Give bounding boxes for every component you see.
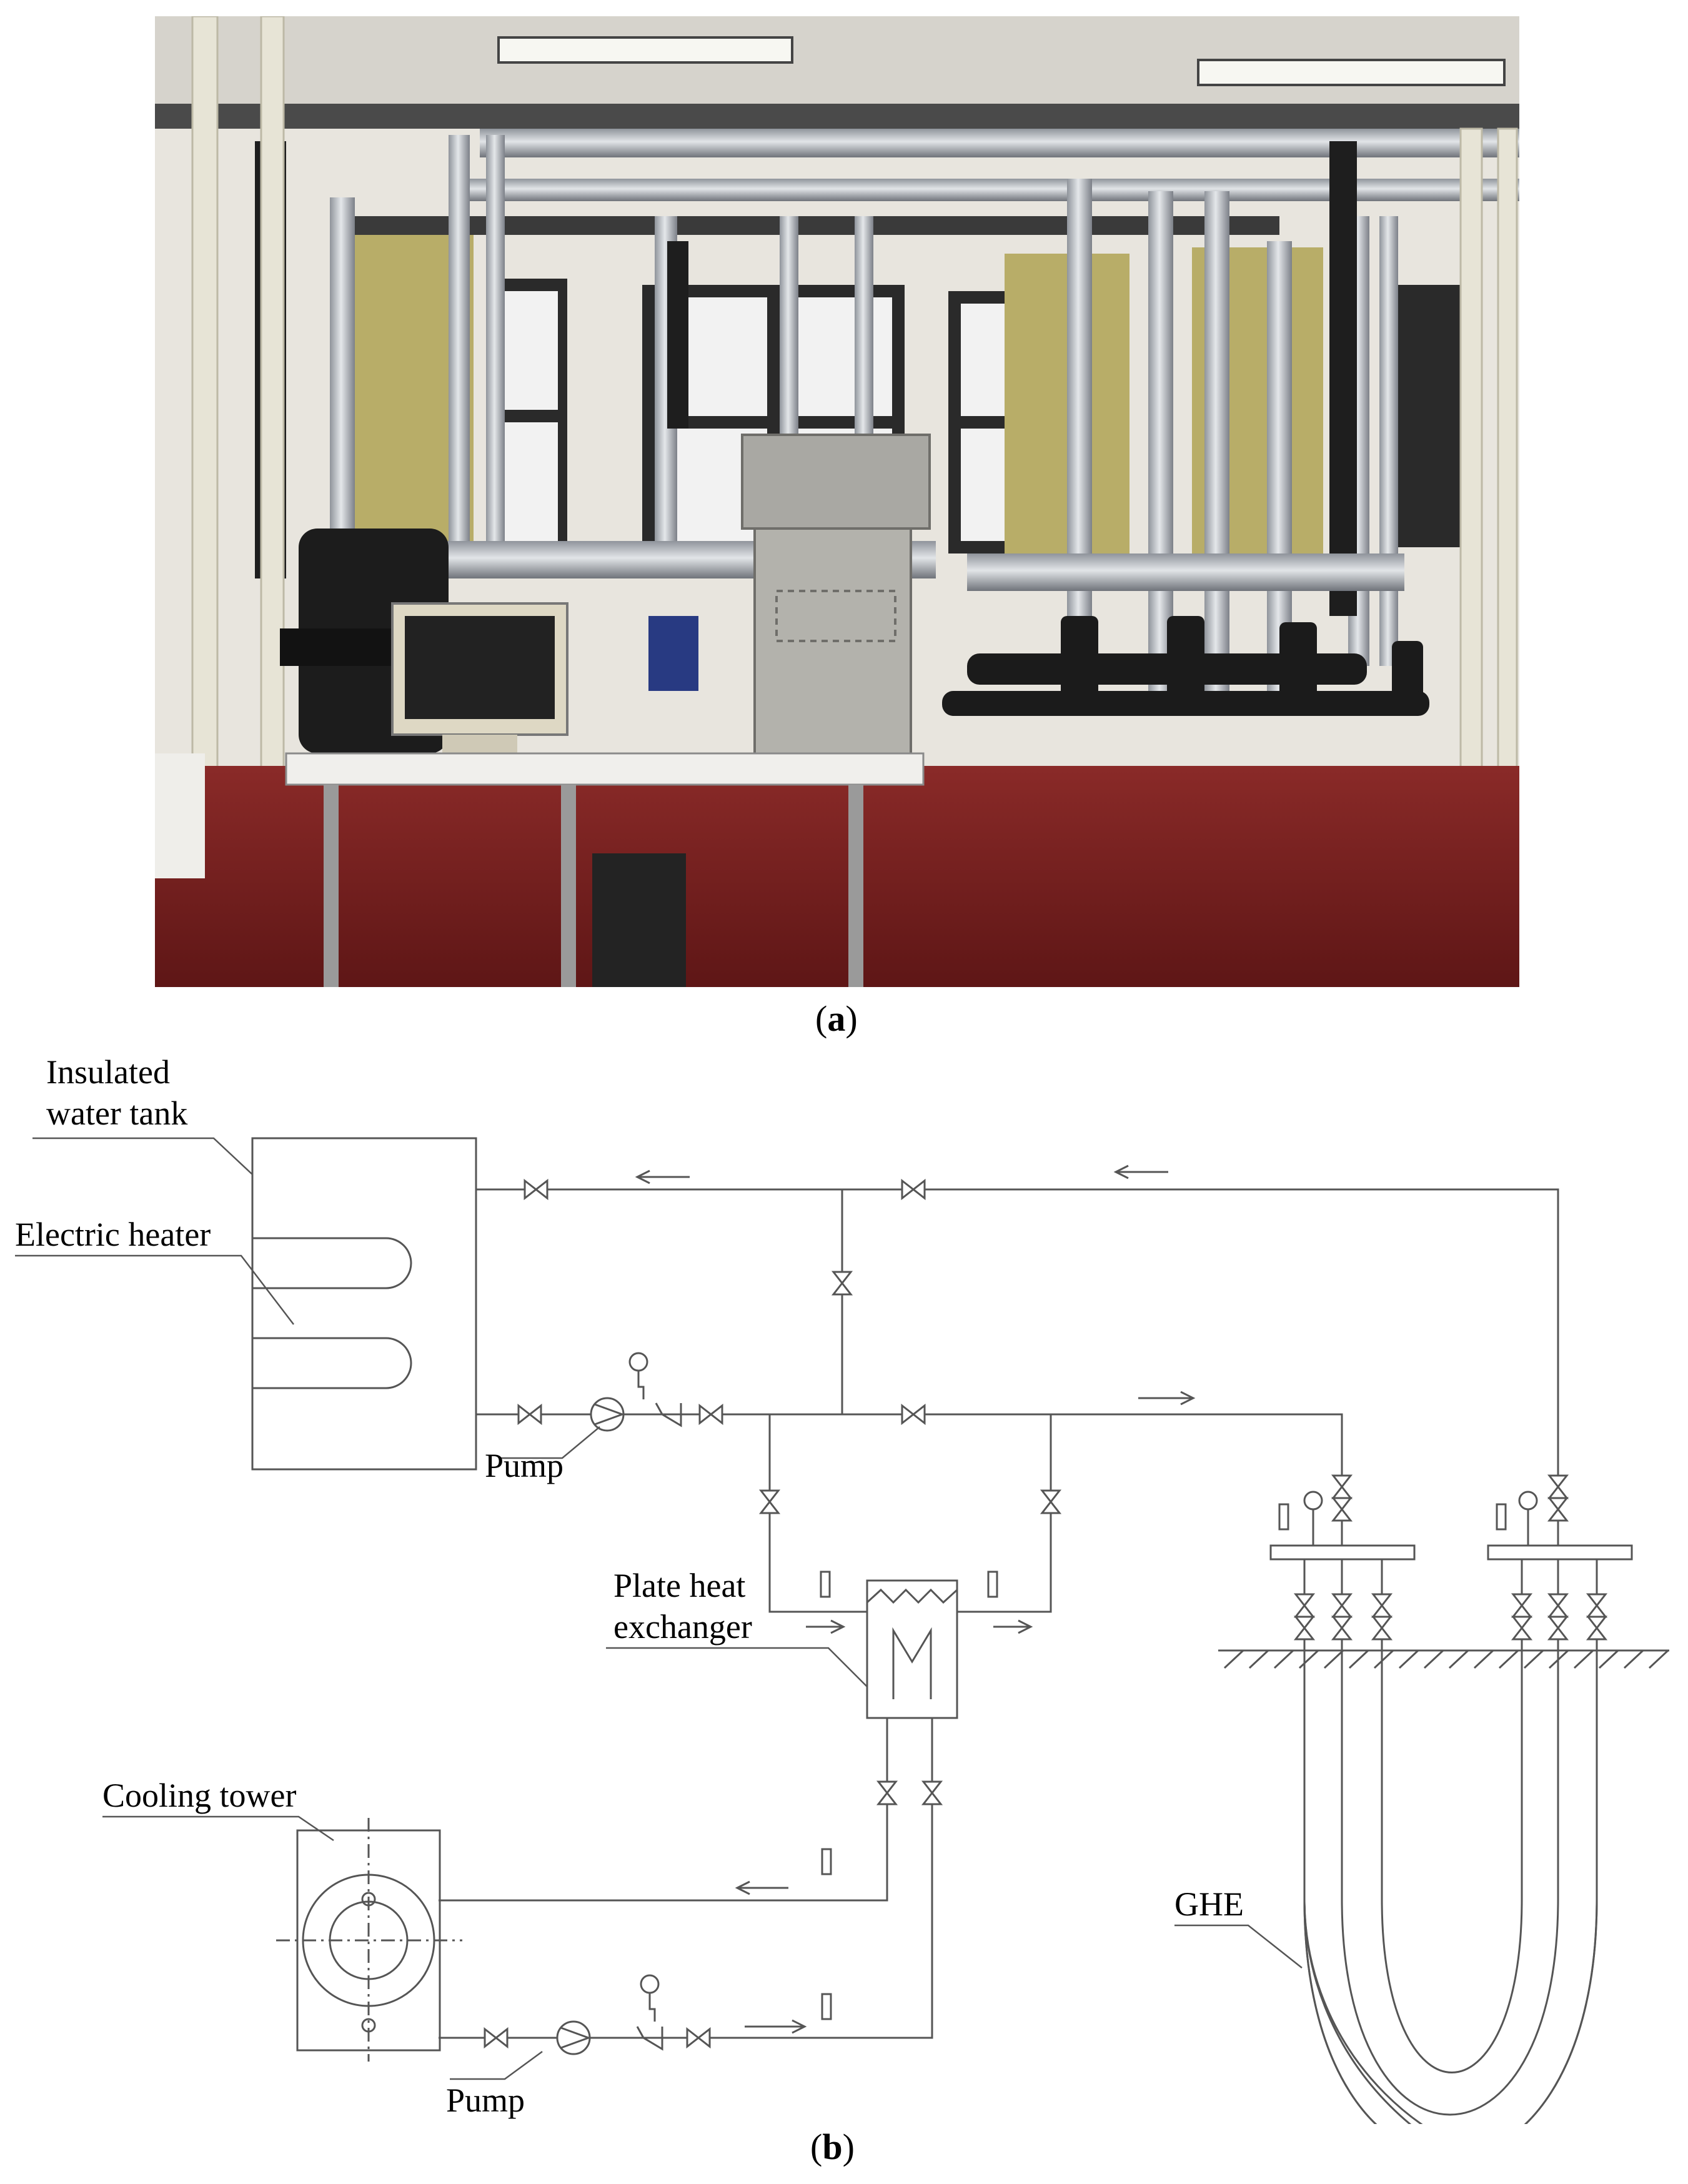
cooling-tower-centerlines <box>276 1818 462 2062</box>
valve-supply-1 <box>517 1403 542 1426</box>
lab-photo <box>155 16 1519 987</box>
hx-zigzag <box>866 1588 958 1604</box>
gauge-manifold-right <box>1518 1491 1538 1511</box>
thermometer-hx-right <box>987 1571 998 1598</box>
tower-supply-line <box>439 1718 933 2039</box>
leader-plate <box>606 1647 868 1687</box>
return-line-top <box>476 1188 1559 1476</box>
flow-arrow-top-1 <box>635 1169 690 1184</box>
valve-m2-a2 <box>1511 1616 1533 1640</box>
valve-supply-3 <box>901 1403 926 1426</box>
label-plate-line1: Plate heat <box>613 1567 745 1604</box>
check-valve-top <box>655 1402 682 1427</box>
caption-b-letter: b <box>822 2127 843 2167</box>
supply-line <box>476 1413 1343 1476</box>
label-plate-line2: exchanger <box>613 1608 752 1645</box>
flow-arrow-supply <box>1138 1391 1196 1406</box>
valve-tower-supply <box>921 1780 943 1805</box>
check-valve-bottom <box>636 2026 663 2051</box>
valve-hx-right <box>1040 1489 1062 1514</box>
thermometer-tower-supply <box>821 1993 832 2020</box>
pump-bottom-symbol <box>556 2020 591 2055</box>
valve-ghe-in-2b <box>1547 1497 1569 1522</box>
tower-return-line <box>439 1718 888 1902</box>
label-cooling-tower: Cooling tower <box>102 1777 296 1814</box>
thermometer-hx-left <box>820 1571 831 1598</box>
ghe-tube-1-outline <box>1303 1644 1598 2124</box>
label-heater: Electric heater <box>15 1216 211 1253</box>
valve-hx-left <box>758 1489 781 1514</box>
hx-branch-line <box>768 1414 1052 1613</box>
valve-top-right <box>901 1178 926 1201</box>
ghe-outer-tube <box>1303 1644 1412 2124</box>
leader-ghe <box>1174 1924 1303 1968</box>
manifold-downpipes <box>1303 1559 1598 1644</box>
valve-tower-return <box>876 1780 898 1805</box>
gauge-bottom-stem <box>648 1993 656 2022</box>
flow-arrow-tower-supply <box>745 2019 807 2034</box>
valve-bypass <box>831 1271 853 1296</box>
gauge-top <box>628 1352 648 1372</box>
gauge-manifold-left <box>1303 1491 1323 1511</box>
pump-bottom-arrow <box>560 2027 592 2049</box>
hx-m-symbol <box>892 1627 932 1699</box>
gauge-top-stem <box>637 1371 645 1399</box>
thermometer-manifold-left <box>1278 1503 1289 1531</box>
caption-a: (a) <box>815 998 858 1039</box>
ghe-outer-tube-left <box>1303 1644 1423 2124</box>
thermometer-manifold-right <box>1496 1503 1507 1531</box>
label-pump-bottom: Pump <box>446 2082 525 2119</box>
label-ghe: GHE <box>1174 1885 1244 1923</box>
heater-coil-upper <box>252 1237 412 1289</box>
leader-pump-bottom <box>450 2050 543 2080</box>
heater-coil-lower <box>252 1337 412 1389</box>
flow-arrow-tower-return <box>735 1880 788 1895</box>
pump-top-arrow <box>594 1403 625 1426</box>
leader-heater <box>15 1254 294 1325</box>
label-tank-line2: water tank <box>46 1094 187 1132</box>
valve-m2-c2 <box>1586 1616 1608 1640</box>
leader-tank <box>32 1137 253 1175</box>
valve-m2-a <box>1511 1593 1533 1618</box>
gauge-bottom <box>640 1974 660 1994</box>
valve-top-left <box>524 1178 549 1201</box>
caption-b: (b) <box>810 2127 855 2167</box>
valve-m2-b <box>1547 1593 1569 1618</box>
valve-m1-b <box>1331 1593 1353 1618</box>
pump-top-symbol <box>590 1397 625 1432</box>
valve-m1-a <box>1293 1593 1316 1618</box>
ground-hatching <box>1223 1649 1669 1669</box>
valve-ghe-in-1 <box>1331 1474 1353 1499</box>
valve-ghe-in-1b <box>1331 1497 1353 1522</box>
flow-arrow-hx-in <box>806 1619 846 1634</box>
label-tank-line1: Insulated <box>46 1053 170 1091</box>
leader-tower <box>102 1815 334 1842</box>
manifold-risers <box>1341 1512 1559 1546</box>
flow-arrow-hx-out <box>993 1619 1033 1634</box>
valve-ghe-in-2 <box>1547 1474 1569 1499</box>
valve-m1-a2 <box>1293 1616 1316 1640</box>
valve-m2-b2 <box>1547 1616 1569 1640</box>
leader-pump-top <box>499 1426 600 1459</box>
valve-tower-2 <box>686 2027 711 2049</box>
water-tank-box <box>251 1137 477 1471</box>
manifold-right <box>1487 1544 1633 1561</box>
manifold-left <box>1269 1544 1416 1561</box>
valve-supply-2 <box>698 1403 723 1426</box>
valves <box>484 1178 1608 2049</box>
valve-m1-c <box>1371 1593 1393 1618</box>
valve-m2-c <box>1586 1593 1608 1618</box>
ghe-tube-2 <box>1341 1644 1559 2116</box>
valve-m1-c2 <box>1371 1616 1393 1640</box>
valve-tower-1 <box>484 2027 509 2049</box>
flow-arrow-top-2 <box>1113 1164 1168 1179</box>
caption-a-letter: a <box>827 998 846 1039</box>
thermometer-tower-return <box>821 1848 832 1875</box>
ghe-tube-3 <box>1381 1644 1523 2073</box>
lab-photo-illustration <box>155 16 1519 987</box>
system-schematic: Insulated water tank Electric heater Pum… <box>15 1053 1687 2124</box>
plate-heat-exchanger <box>866 1579 958 1719</box>
valve-m1-b2 <box>1331 1616 1353 1640</box>
label-pump-top: Pump <box>485 1447 563 1484</box>
